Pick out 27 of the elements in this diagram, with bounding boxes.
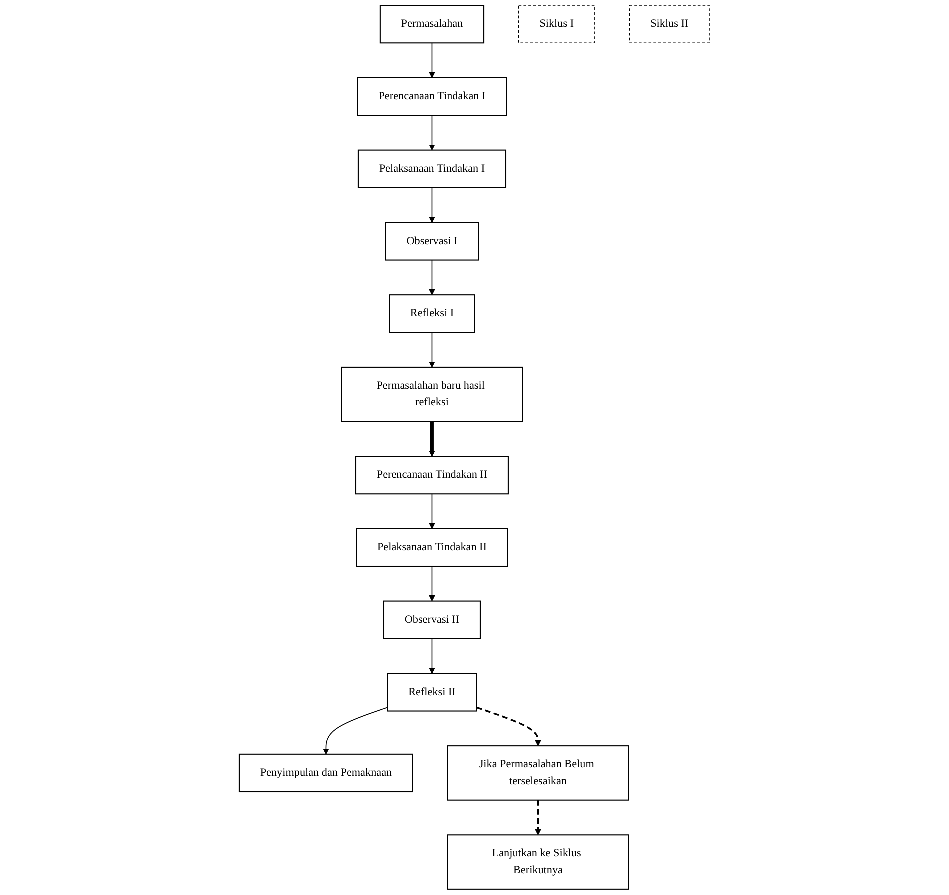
node-box: Pelaksanaan Tindakan II xyxy=(356,528,508,568)
arrow xyxy=(429,566,436,602)
arrow xyxy=(429,422,436,457)
node-box: Observasi II xyxy=(383,600,481,640)
node-box: Refleksi II xyxy=(387,673,478,712)
arrow xyxy=(476,706,542,746)
node-box: Permasalahan xyxy=(380,5,485,44)
arrow xyxy=(323,707,388,755)
arrow xyxy=(429,42,436,78)
node-box: Perencanaan Tindakan I xyxy=(357,77,508,116)
node-box: Siklus II xyxy=(629,5,710,44)
arrow xyxy=(429,638,436,674)
node-box: Permasalahan baru hasil refleksi xyxy=(341,366,524,422)
node-box: Perencanaan Tindakan II xyxy=(355,456,509,495)
arrow xyxy=(429,332,436,368)
arrow xyxy=(429,188,436,223)
node-box: Refleksi I xyxy=(389,294,476,334)
node-box: Pelaksanaan Tindakan I xyxy=(358,150,507,188)
node-box: Jika Permasalahan Belum terselesaikan xyxy=(447,746,630,801)
arrow xyxy=(429,115,436,151)
arrow xyxy=(429,494,436,530)
node-box: Siklus I xyxy=(518,5,596,44)
node-box: Lanjutkan ke Siklus Berikutnya xyxy=(447,834,630,890)
arrow xyxy=(429,260,436,296)
node-box: Observasi I xyxy=(385,222,480,261)
node-box: Penyimpulan dan Pemaknaan xyxy=(238,754,414,793)
arrow xyxy=(535,800,542,836)
